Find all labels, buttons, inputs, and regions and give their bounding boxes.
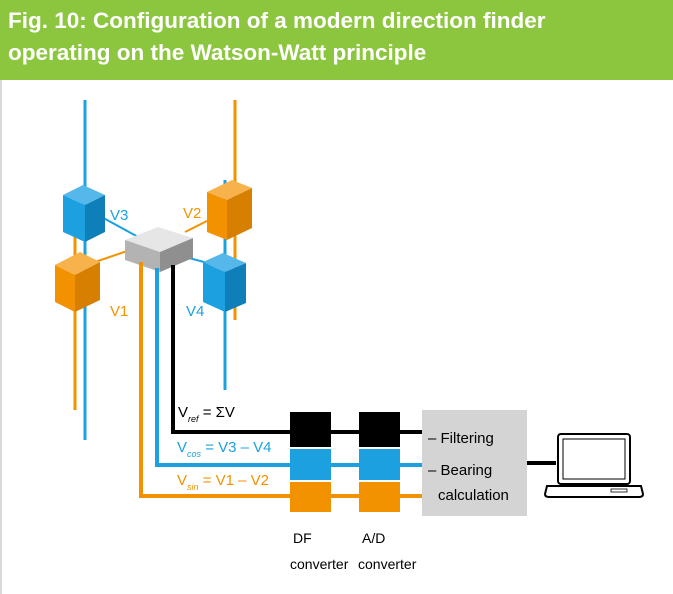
processor-box [422, 410, 527, 516]
antenna-v2 [207, 180, 252, 240]
vsin-sub: sin [187, 482, 199, 492]
hub-combiner [125, 227, 193, 272]
antenna-v3 [63, 185, 105, 242]
cable-cos [155, 268, 290, 467]
df-converter-cos [290, 449, 331, 480]
caption-ad-line1: A/D [362, 530, 385, 546]
antenna-v1 [55, 252, 100, 312]
laptop-icon [543, 433, 645, 498]
label-vcos: Vcos = V3 – V4 [177, 439, 272, 459]
figure-title-line-2: operating on the Watson-Watt principle [8, 40, 427, 65]
ad-converter-sin [359, 482, 400, 512]
label-vsin: Vsin = V1 – V2 [177, 472, 269, 492]
vref-sub: ref [188, 414, 200, 424]
vsin-expr: = V1 – V2 [199, 472, 269, 489]
label-vref: Vref = ΣV [178, 404, 235, 424]
df-converter-ref [290, 412, 331, 447]
vcos-sub: cos [187, 449, 202, 459]
link-v1-hub [94, 249, 131, 263]
vref-expr: = ΣV [199, 404, 235, 421]
figure-title-line-1: Fig. 10: Configuration of a modern direc… [8, 8, 546, 33]
caption-ad-line2: converter [358, 556, 417, 572]
processor-calculation: calculation [438, 487, 509, 504]
ad-converter-cos [359, 449, 400, 480]
antenna-v4 [203, 253, 246, 312]
caption-df-line2: converter [290, 556, 349, 572]
cable-ref [171, 265, 290, 434]
ad-converter-ref [359, 412, 400, 447]
vref-main: V [178, 404, 188, 421]
vcos-expr: = V3 – V4 [201, 439, 271, 456]
processor-filtering: – Filtering [428, 430, 494, 447]
caption-df-line1: DF [293, 530, 312, 546]
figure-header: Fig. 10: Configuration of a modern direc… [0, 0, 673, 80]
df-converter-sin [290, 482, 331, 512]
vsin-main: V [177, 472, 187, 489]
label-v4: V4 [186, 303, 204, 320]
frame-left-border [0, 80, 2, 594]
label-v3: V3 [110, 207, 128, 224]
label-v1: V1 [110, 303, 128, 320]
cable-sin [139, 262, 290, 498]
processor-bearing: – Bearing [428, 462, 492, 479]
vcos-main: V [177, 439, 187, 456]
label-v2: V2 [183, 205, 201, 222]
